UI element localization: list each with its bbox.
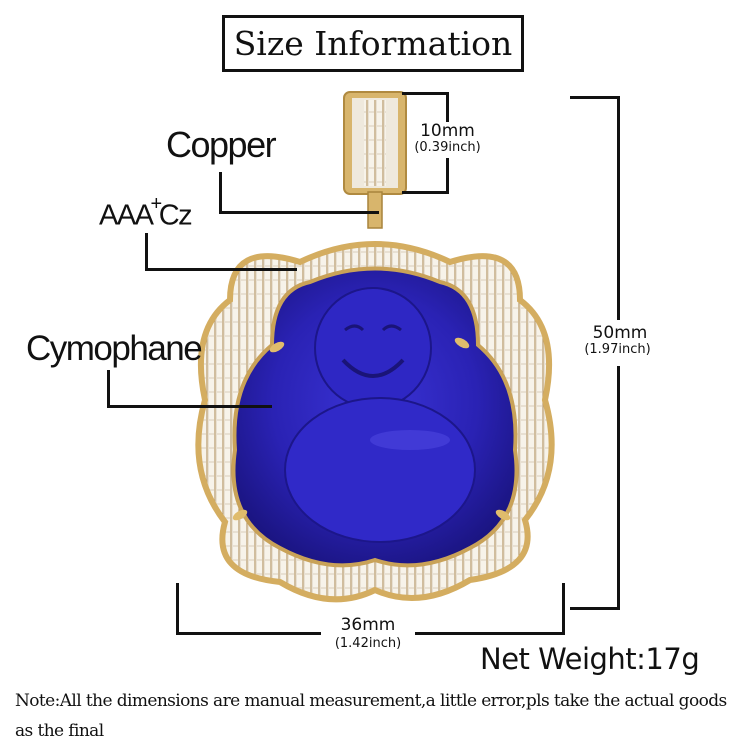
cz-plus: +	[150, 193, 163, 215]
cz-leader-horizontal	[145, 268, 297, 271]
cymophane-leader-vertical	[107, 370, 110, 408]
cymophane-leader-horizontal	[107, 405, 272, 408]
bail-dim-vertical-top	[446, 92, 449, 122]
width-dim-horizontal-left	[176, 632, 321, 635]
width-dim-left	[176, 583, 179, 635]
bail-dim-bottom	[402, 191, 449, 194]
width-inch: (1.42inch)	[334, 636, 402, 651]
net-weight: Net Weight:17g	[480, 642, 700, 676]
measurement-note: Note:All the dimensions are manual measu…	[15, 691, 727, 741]
height-dim-vertical-bottom	[617, 366, 620, 610]
height-inch: (1.97inch)	[584, 342, 651, 357]
aaa-cz-label: AAA+Cz	[99, 193, 193, 233]
bail-dim-vertical-bottom	[446, 158, 449, 194]
height-mm: 50mm	[592, 323, 648, 343]
bail	[343, 91, 407, 229]
cymophane-label: Cymophane	[26, 329, 203, 368]
width-dim-right	[562, 583, 565, 635]
cz-suffix: Cz	[158, 199, 193, 232]
copper-leader-horizontal	[219, 211, 379, 214]
bail-width-mm: 10mm	[420, 121, 475, 141]
copper-label: Copper	[166, 124, 277, 165]
height-dim-top	[570, 96, 620, 99]
height-dim-vertical-top	[617, 96, 620, 320]
cz-prefix: AAA	[99, 199, 154, 232]
copper-leader-vertical	[219, 172, 222, 214]
size-information-title: Size Information	[222, 15, 524, 72]
cz-leader-vertical	[145, 233, 148, 271]
bail-width-inch: (0.39inch)	[414, 140, 481, 155]
width-mm: 36mm	[340, 615, 396, 635]
height-dim-bottom	[570, 607, 620, 610]
width-dim-horizontal-right	[415, 632, 565, 635]
bail-dim-top	[402, 92, 449, 95]
